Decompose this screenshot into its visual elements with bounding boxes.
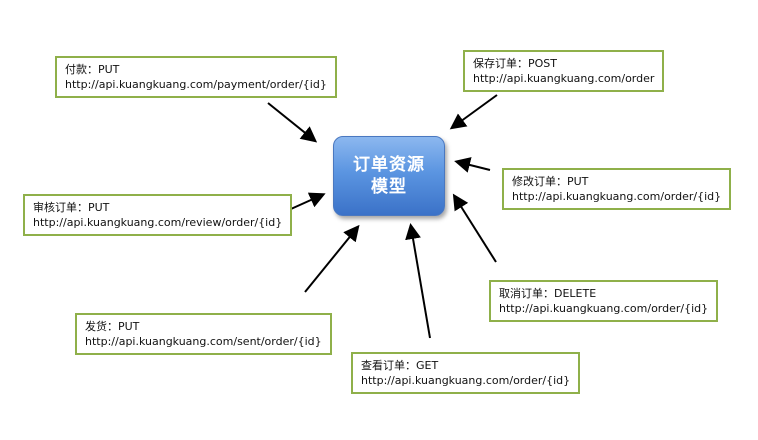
view-url: http://api.kuangkuang.com/order/{id} bbox=[361, 374, 571, 387]
arrow-modify bbox=[454, 157, 491, 173]
save-url: http://api.kuangkuang.com/order bbox=[473, 72, 655, 85]
cancel-label: 取消订单：DELETE bbox=[499, 287, 597, 300]
order-resource-model-node: 订单资源模型 bbox=[333, 136, 445, 216]
arrow-save bbox=[449, 94, 498, 130]
cancel-box: 取消订单：DELETE http://api.kuangkuang.com/or… bbox=[489, 280, 719, 322]
ship-label: 发货：PUT bbox=[85, 320, 140, 333]
arrow-view bbox=[405, 223, 431, 339]
view-box: 查看订单：GET http://api.kuangkuang.com/order… bbox=[351, 352, 581, 394]
view-label: 查看订单：GET bbox=[361, 359, 439, 372]
pay-box: 付款：PUT http://api.kuangkuang.com/payment… bbox=[55, 56, 337, 98]
pay-url: http://api.kuangkuang.com/payment/order/… bbox=[65, 78, 327, 91]
ship-url: http://api.kuangkuang.com/sent/order/{id… bbox=[85, 335, 322, 348]
center-label: 订单资源模型 bbox=[353, 155, 425, 197]
arrow-ship bbox=[304, 224, 360, 293]
save-box: 保存订单：POST http://api.kuangkuang.com/orde… bbox=[463, 50, 665, 92]
modify-url: http://api.kuangkuang.com/order/{id} bbox=[512, 190, 722, 203]
review-label: 审核订单：PUT bbox=[33, 201, 110, 214]
review-box: 审核订单：PUT http://api.kuangkuang.com/revie… bbox=[23, 194, 293, 236]
modify-box: 修改订单：PUT http://api.kuangkuang.com/order… bbox=[502, 168, 732, 210]
review-url: http://api.kuangkuang.com/review/order/{… bbox=[33, 216, 283, 229]
save-label: 保存订单：POST bbox=[473, 57, 557, 70]
pay-label: 付款：PUT bbox=[65, 63, 120, 76]
arrow-pay bbox=[267, 102, 318, 143]
arrow-cancel bbox=[452, 193, 497, 263]
cancel-url: http://api.kuangkuang.com/order/{id} bbox=[499, 302, 709, 315]
ship-box: 发货：PUT http://api.kuangkuang.com/sent/or… bbox=[75, 313, 332, 355]
modify-label: 修改订单：PUT bbox=[512, 175, 589, 188]
